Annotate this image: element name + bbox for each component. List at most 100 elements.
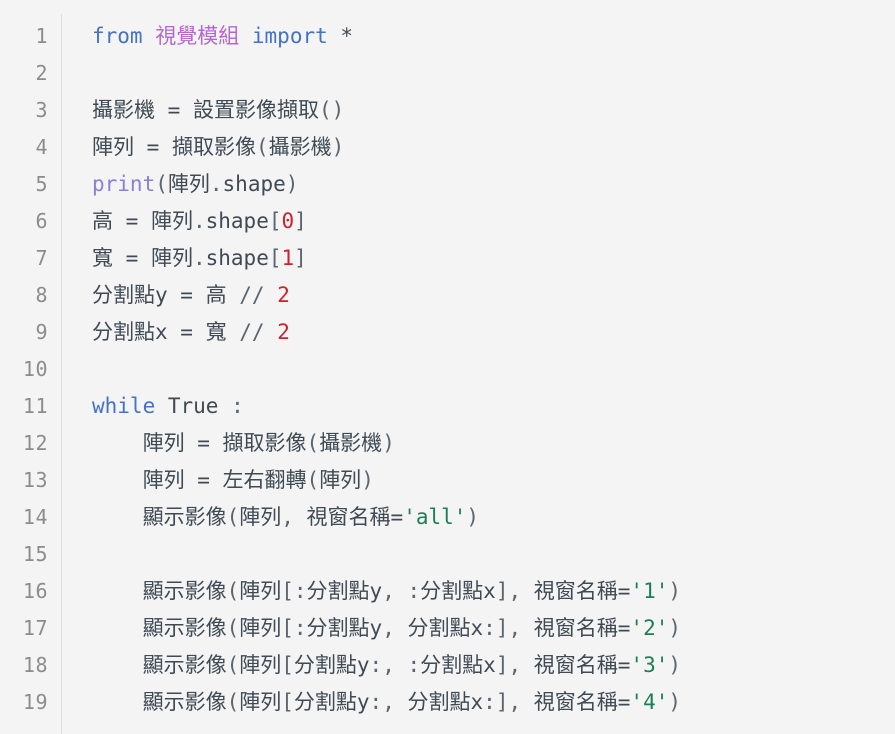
token-punct: ( xyxy=(255,135,269,159)
line-number: 7 xyxy=(35,246,48,270)
token-plain: True xyxy=(155,394,232,418)
token-plain: * xyxy=(340,24,354,48)
token-plain xyxy=(265,320,278,344)
token-plain xyxy=(143,24,156,48)
token-punct: ) xyxy=(331,135,345,159)
token-plain xyxy=(328,24,341,48)
token-plain: 陣列 xyxy=(92,468,198,492)
token-op: = xyxy=(180,283,193,307)
line-number: 16 xyxy=(22,579,48,603)
code-line[interactable]: print(陣列.shape) xyxy=(92,166,895,203)
token-punct: , xyxy=(508,653,534,677)
line-number: 12 xyxy=(22,431,48,455)
token-plain: 分割點y xyxy=(92,283,181,307)
code-line[interactable]: 寬 = 陣列.shape[1] xyxy=(92,240,895,277)
code-line[interactable]: 高 = 陣列.shape[0] xyxy=(92,203,895,240)
code-line[interactable]: 顯示影像(陣列[:分割點y, 分割點x:], 視窗名稱='2') xyxy=(92,610,895,647)
token-number: 2 xyxy=(277,320,290,344)
line-number: 15 xyxy=(22,542,48,566)
token-punct: // xyxy=(239,283,265,307)
code-line[interactable]: 顯示影像(陣列[:分割點y, :分割點x], 視窗名稱='1') xyxy=(92,573,895,610)
code-line[interactable]: 顯示影像(陣列[分割點y:, 分割點x:], 視窗名稱='4') xyxy=(92,684,895,721)
code-line[interactable]: while True : xyxy=(92,388,895,425)
token-string: '2' xyxy=(630,616,669,640)
token-punct: : xyxy=(407,653,421,677)
token-plain: shape xyxy=(205,209,269,233)
token-plain: 陣列 xyxy=(167,172,210,196)
token-op: = xyxy=(617,579,631,603)
token-builtin: print xyxy=(92,172,156,196)
token-keyword: while xyxy=(92,394,156,418)
token-plain: 分割點x xyxy=(407,690,484,714)
token-punct: : xyxy=(369,653,383,677)
token-plain: 分割點x xyxy=(420,579,496,603)
code-line[interactable]: 顯示影像(陣列, 視窗名稱='all') xyxy=(92,499,895,536)
token-plain: 分割點x xyxy=(92,320,181,344)
code-line[interactable] xyxy=(92,351,895,388)
code-line[interactable]: 陣列 = 擷取影像(攝影機) xyxy=(92,425,895,462)
code-content-area[interactable]: from 視覺模組 import * 攝影機 = 設置影像擷取()陣列 = 擷取… xyxy=(62,18,895,721)
token-plain: 陣列 xyxy=(92,431,198,455)
token-punct: ( xyxy=(318,98,332,122)
token-plain: 視窗名稱 xyxy=(533,690,618,714)
line-number: 9 xyxy=(35,320,48,344)
code-line[interactable] xyxy=(92,55,895,92)
token-punct: ( xyxy=(226,653,240,677)
token-op: = xyxy=(617,653,631,677)
token-plain: 陣列 xyxy=(239,616,282,640)
token-punct: : xyxy=(231,394,244,418)
code-line[interactable]: 分割點x = 寬 // 2 xyxy=(92,314,895,351)
token-plain: 分割點x xyxy=(407,616,484,640)
code-line[interactable]: 分割點y = 高 // 2 xyxy=(92,277,895,314)
code-line[interactable]: 攝影機 = 設置影像擷取() xyxy=(92,92,895,129)
token-punct: ( xyxy=(306,431,320,455)
line-number: 13 xyxy=(22,468,48,492)
code-line[interactable]: 陣列 = 左右翻轉(陣列) xyxy=(92,462,895,499)
line-number: 1 xyxy=(35,24,48,48)
line-number: 2 xyxy=(35,61,48,85)
token-punct: ) xyxy=(668,579,682,603)
code-line[interactable]: from 視覺模組 import * xyxy=(92,18,895,55)
token-punct: ( xyxy=(226,616,240,640)
token-punct: [ xyxy=(268,246,282,270)
token-plain: 陣列 xyxy=(319,468,362,492)
token-plain: 陣列 xyxy=(239,579,282,603)
line-number: 10 xyxy=(22,357,48,381)
token-punct: // xyxy=(239,320,265,344)
token-punct: ) xyxy=(382,431,395,455)
token-punct: : xyxy=(407,579,421,603)
code-line[interactable] xyxy=(92,536,895,573)
token-op: = xyxy=(167,98,181,122)
line-number: 5 xyxy=(35,172,48,196)
token-plain: shape xyxy=(222,172,286,196)
code-line[interactable]: 顯示影像(陣列[分割點y:, :分割點x], 視窗名稱='3') xyxy=(92,647,895,684)
token-keyword: import xyxy=(251,24,328,48)
token-punct: ] xyxy=(495,653,509,677)
token-punct: , xyxy=(508,616,534,640)
token-plain xyxy=(265,283,278,307)
token-punct: ( xyxy=(226,690,240,714)
token-string: '1' xyxy=(630,579,669,603)
token-op: = xyxy=(125,246,139,270)
token-plain: 顯示影像 xyxy=(92,505,227,529)
token-plain: 視窗名稱 xyxy=(306,505,391,529)
token-punct: : xyxy=(293,616,307,640)
token-punct: ) xyxy=(668,690,682,714)
token-plain: 視窗名稱 xyxy=(533,579,618,603)
code-line[interactable]: 陣列 = 擷取影像(攝影機) xyxy=(92,129,895,166)
line-number: 11 xyxy=(22,394,48,418)
token-punct: [ xyxy=(281,690,294,714)
token-plain: 陣列 xyxy=(239,505,282,529)
line-number: 18 xyxy=(22,653,48,677)
token-op: = xyxy=(197,431,210,455)
line-number: 17 xyxy=(22,616,48,640)
token-punct: ) xyxy=(668,653,682,677)
token-plain: 顯示影像 xyxy=(92,653,227,677)
token-punct: , xyxy=(508,690,534,714)
token-string: '4' xyxy=(630,690,669,714)
token-plain: 分割點y xyxy=(306,616,383,640)
token-plain: 陣列 xyxy=(138,209,193,233)
token-plain: 視窗名稱 xyxy=(533,616,618,640)
